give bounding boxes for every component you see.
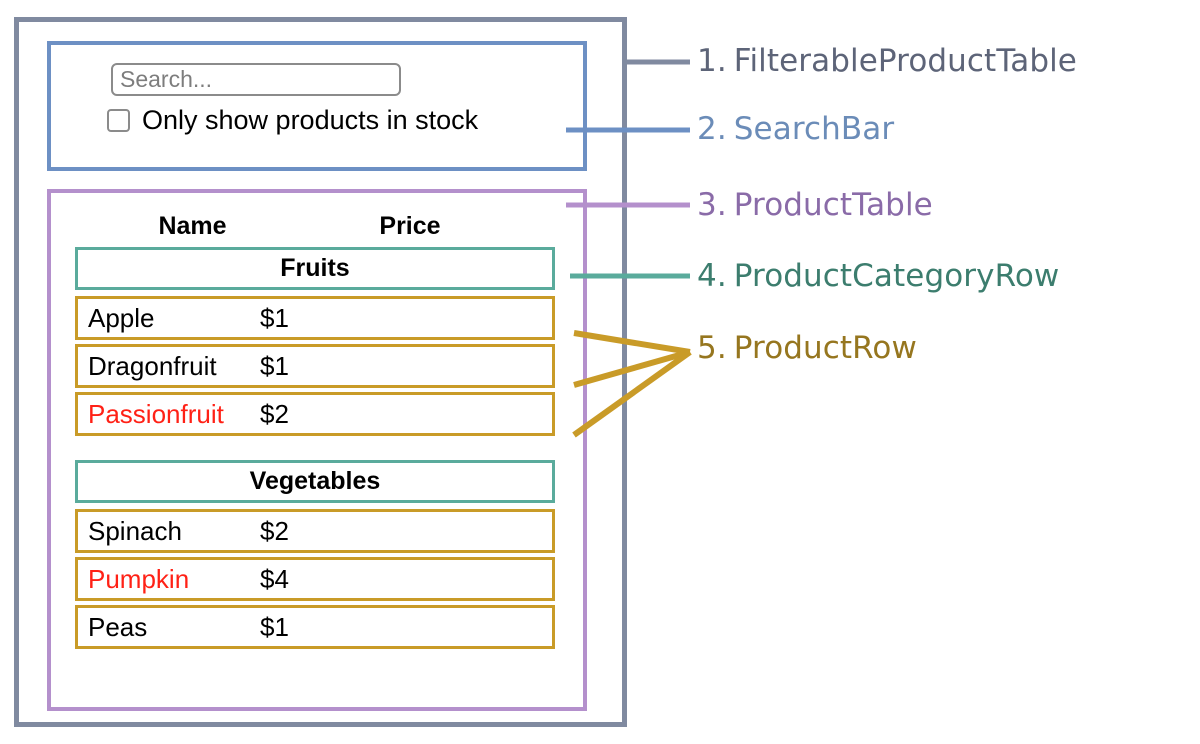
product-row[interactable]: Passionfruit $2 xyxy=(75,392,555,436)
product-row[interactable]: Apple $1 xyxy=(75,296,555,340)
only-in-stock-checkbox[interactable] xyxy=(107,109,130,132)
product-price: $2 xyxy=(260,515,289,546)
annotation-number: 4. xyxy=(697,258,727,294)
in-stock-filter[interactable]: Only show products in stock xyxy=(107,107,478,134)
annotation-text: SearchBar xyxy=(733,111,895,147)
column-header-price: Price xyxy=(379,211,441,240)
product-category-label: Fruits xyxy=(280,254,350,282)
annotation-label-1: 1.FilterableProductTable xyxy=(697,46,1077,77)
column-header-name: Name xyxy=(158,211,227,240)
table-header-row: Name Price xyxy=(75,205,555,247)
group-spacer xyxy=(75,440,555,460)
annotation-text: ProductCategoryRow xyxy=(733,258,1060,294)
product-name: Passionfruit xyxy=(88,398,224,429)
annotation-label-2: 2.SearchBar xyxy=(697,114,894,145)
only-in-stock-label: Only show products in stock xyxy=(142,105,479,135)
product-row[interactable]: Peas $1 xyxy=(75,605,555,649)
annotation-number: 1. xyxy=(697,43,727,79)
product-price: $1 xyxy=(260,302,289,333)
annotation-label-4: 4.ProductCategoryRow xyxy=(697,261,1059,292)
product-row[interactable]: Dragonfruit $1 xyxy=(75,344,555,388)
annotation-number: 3. xyxy=(697,187,727,223)
product-name: Dragonfruit xyxy=(88,350,217,381)
annotation-text: ProductRow xyxy=(733,330,917,366)
product-category-row: Fruits xyxy=(75,247,555,290)
annotation-number: 2. xyxy=(697,111,727,147)
product-name: Peas xyxy=(88,611,148,642)
product-table-inner: Name Price Fruits Apple $1 Dragonfruit $… xyxy=(75,205,555,653)
product-price: $4 xyxy=(260,563,289,594)
annotation-label-5: 5.ProductRow xyxy=(697,333,917,364)
product-price: $2 xyxy=(260,398,289,429)
product-name: Apple xyxy=(88,302,155,333)
annotation-label-3: 3.ProductTable xyxy=(697,190,933,221)
annotation-number: 5. xyxy=(697,330,727,366)
product-name: Spinach xyxy=(88,515,182,546)
product-row[interactable]: Pumpkin $4 xyxy=(75,557,555,601)
annotation-text: ProductTable xyxy=(733,187,933,223)
product-category-row: Vegetables xyxy=(75,460,555,503)
search-input[interactable] xyxy=(111,63,401,96)
product-price: $1 xyxy=(260,611,289,642)
annotation-text: FilterableProductTable xyxy=(733,43,1077,79)
filterable-product-table-box: Only show products in stock Name Price F… xyxy=(14,17,627,727)
product-table-box: Name Price Fruits Apple $1 Dragonfruit $… xyxy=(47,189,587,711)
product-category-label: Vegetables xyxy=(249,467,381,495)
product-row[interactable]: Spinach $2 xyxy=(75,509,555,553)
product-price: $1 xyxy=(260,350,289,381)
search-bar-box: Only show products in stock xyxy=(47,41,587,171)
product-name: Pumpkin xyxy=(88,563,190,594)
